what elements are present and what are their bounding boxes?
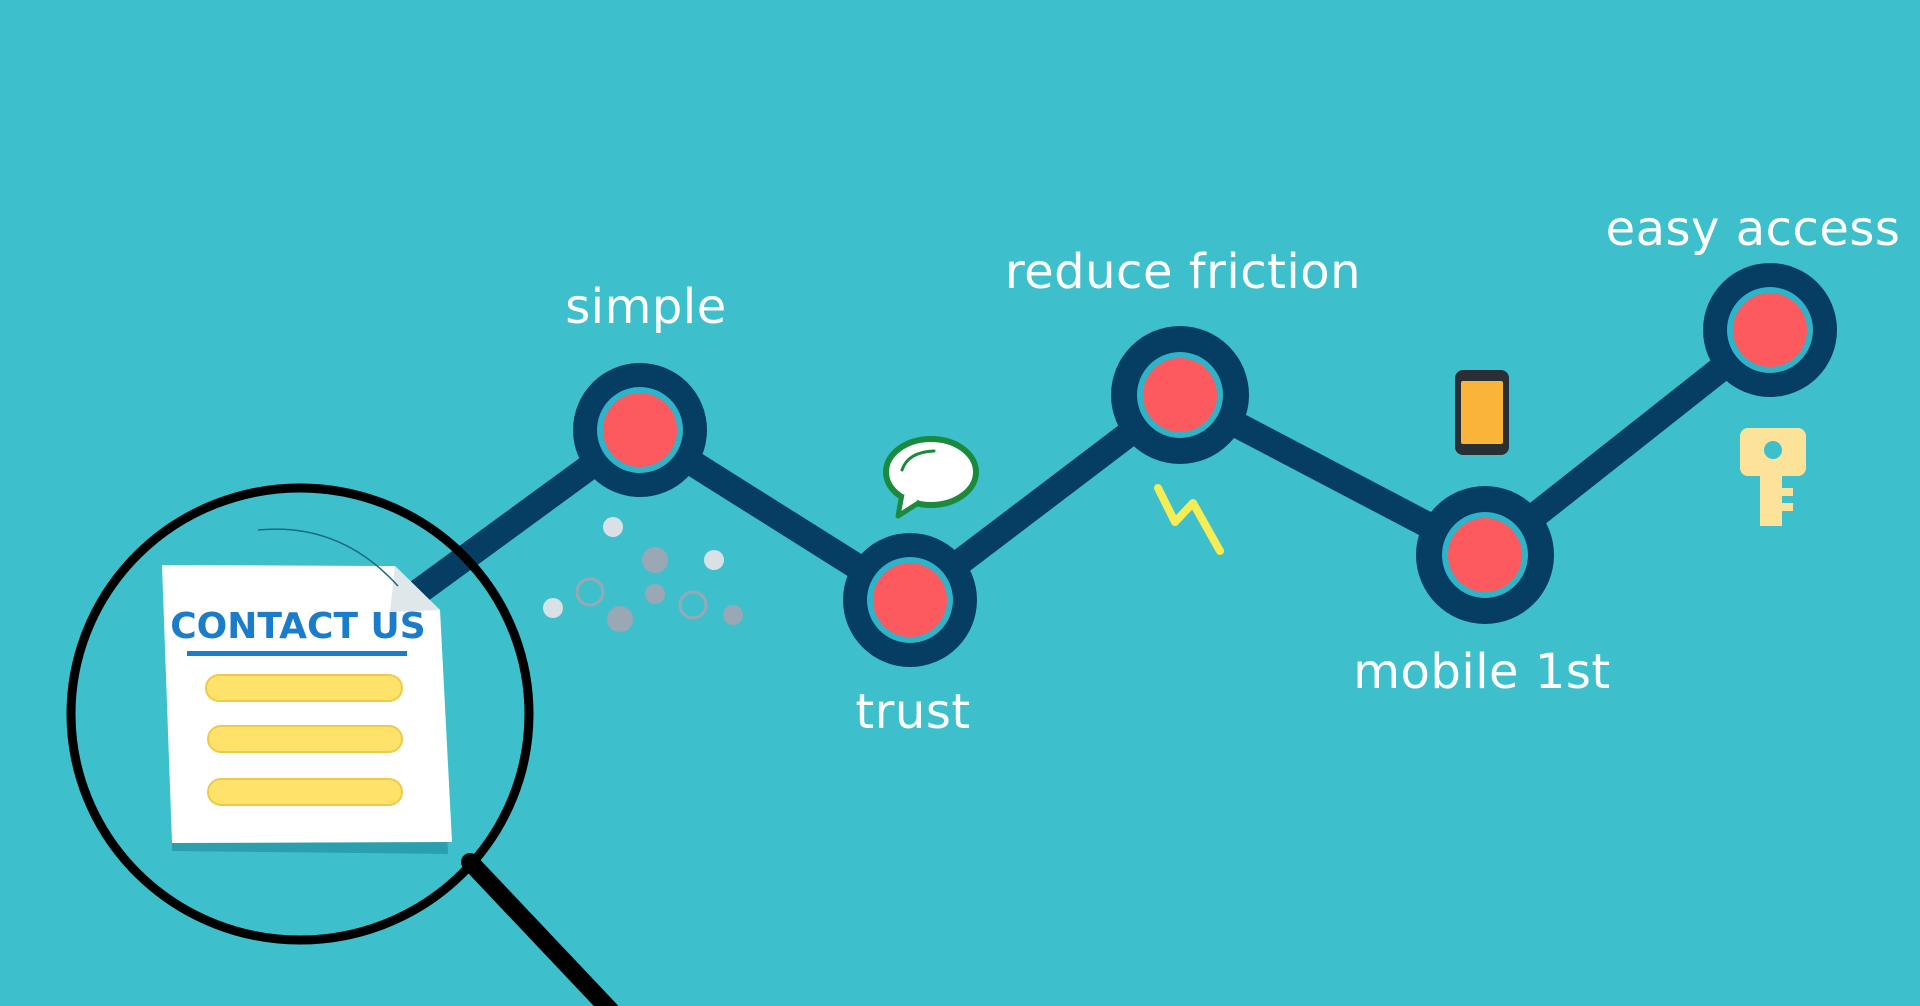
milestone-label-simple: simple bbox=[565, 279, 727, 335]
milestone-label-reduce-friction: reduce friction bbox=[1004, 244, 1362, 300]
contact-us-document: CONTACT US bbox=[162, 528, 452, 854]
document-title: CONTACT US bbox=[170, 606, 425, 647]
document-field-line bbox=[207, 725, 403, 753]
key-icon bbox=[1740, 428, 1806, 526]
milestone-node-easy-access bbox=[1703, 263, 1837, 397]
speech-bubble-icon bbox=[883, 436, 979, 519]
lightning-bolt-icon bbox=[1154, 484, 1224, 555]
milestone-label-easy-access: easy access bbox=[1605, 201, 1901, 257]
smartphone-icon bbox=[1455, 370, 1509, 455]
milestone-label-mobile-1st: mobile 1st bbox=[1353, 644, 1611, 700]
milestone-node-simple bbox=[573, 363, 707, 497]
document-field-line bbox=[207, 778, 403, 806]
milestone-node-reduce-friction bbox=[1111, 326, 1249, 464]
scatter-dots-icon bbox=[543, 517, 743, 632]
milestone-label-trust: trust bbox=[855, 684, 971, 740]
magnifying-glass-icon bbox=[66, 483, 619, 1006]
document-field-line bbox=[205, 674, 403, 702]
journey-path-line bbox=[367, 317, 1783, 633]
milestone-node-mobile-1st bbox=[1416, 486, 1554, 624]
milestone-node-trust bbox=[843, 533, 977, 667]
